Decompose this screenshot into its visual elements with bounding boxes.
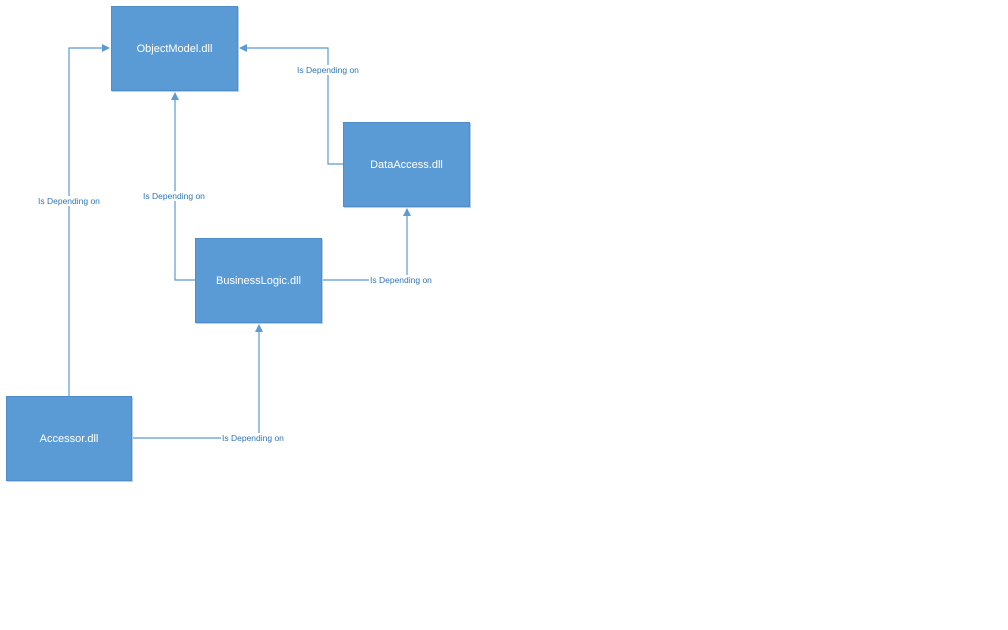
connector-businesslogic-dataaccess bbox=[322, 208, 411, 281]
connector-businesslogic-objectmodel bbox=[171, 92, 195, 281]
node-businesslogic-label: BusinessLogic.dll bbox=[216, 274, 301, 287]
node-objectmodel: ObjectModel.dll bbox=[111, 6, 238, 91]
edge-label-businesslogic-dataaccess: Is Depending on bbox=[369, 275, 433, 285]
node-accessor-label: Accessor.dll bbox=[39, 432, 99, 445]
edge-label-accessor-businesslogic: Is Depending on bbox=[221, 433, 285, 443]
edge-label-dataaccess-objectmodel: Is Depending on bbox=[296, 65, 360, 75]
node-dataaccess: DataAccess.dll bbox=[343, 122, 470, 207]
node-objectmodel-label: ObjectModel.dll bbox=[136, 42, 213, 55]
connector-accessor-objectmodel bbox=[68, 44, 110, 396]
edge-label-businesslogic-objectmodel: Is Depending on bbox=[142, 191, 206, 201]
connector-dataaccess-objectmodel bbox=[239, 44, 343, 165]
connector-accessor-businesslogic bbox=[132, 324, 263, 439]
edge-label-accessor-objectmodel: Is Depending on bbox=[37, 196, 101, 206]
node-accessor: Accessor.dll bbox=[6, 396, 132, 481]
node-businesslogic: BusinessLogic.dll bbox=[195, 238, 322, 323]
node-dataaccess-label: DataAccess.dll bbox=[370, 158, 443, 171]
